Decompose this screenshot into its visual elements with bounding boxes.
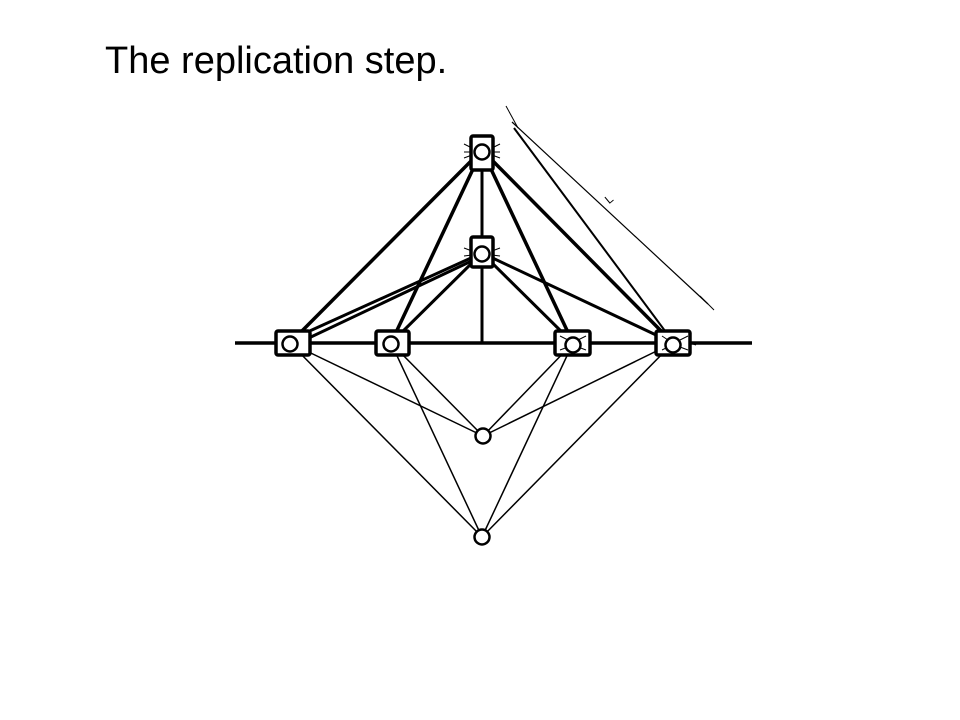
mid-node-edges: [291, 251, 674, 347]
node-base-4: [654, 329, 697, 357]
node-base-1: [274, 329, 312, 357]
node-lower-1: [474, 427, 492, 445]
node-base-3: [553, 329, 592, 357]
dimension-indicator: [505, 105, 715, 344]
node-base-2: [374, 329, 411, 357]
slide-title: The replication step.: [105, 40, 448, 82]
node-lower-2: [473, 528, 491, 546]
top-node-edges: [288, 148, 675, 345]
lower-node-edges: [289, 342, 674, 538]
dimension-label: L: [602, 191, 616, 206]
node-mid: [463, 235, 501, 269]
node-top: [463, 134, 501, 172]
